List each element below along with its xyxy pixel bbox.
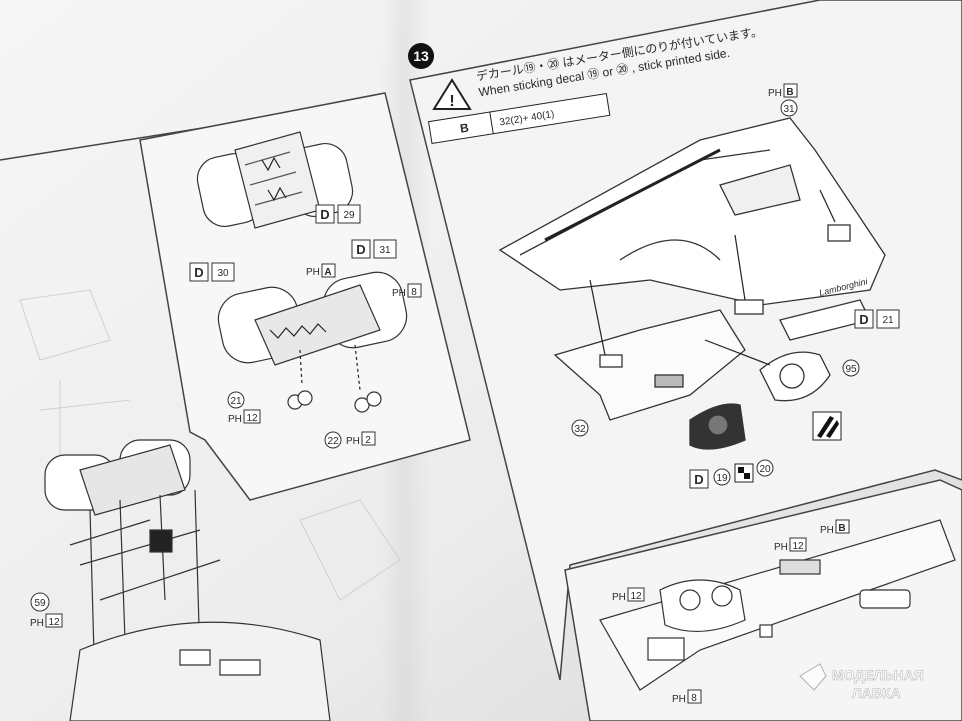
svg-text:59: 59 [34, 598, 46, 609]
watermark-line2: ЛАВКА [852, 685, 901, 701]
svg-text:95: 95 [845, 364, 857, 375]
part-95-label: 95 [842, 359, 860, 377]
paint-table-col1: B [459, 121, 470, 136]
paint-12-label-inset-b: PH 12 [774, 537, 807, 553]
paint-12-label-inset-a: PH 12 [612, 587, 645, 603]
watermark-line1: МОДЕЛЬНАЯ [832, 667, 924, 683]
part-59-label: 59 [30, 592, 50, 612]
svg-text:PH: PH [346, 436, 360, 447]
svg-text:PH: PH [228, 414, 242, 425]
svg-text:2: 2 [365, 435, 371, 446]
svg-text:12: 12 [48, 617, 60, 628]
paint-12-label-left: PH 12 [228, 409, 261, 425]
part-31-label: 31 [780, 99, 798, 117]
svg-text:D: D [320, 207, 329, 222]
svg-text:12: 12 [246, 413, 258, 424]
decal-29-label: D 29 [315, 204, 361, 224]
svg-text:D: D [356, 242, 365, 257]
svg-text:31: 31 [379, 245, 391, 256]
paint-8-label-inset: PH 8 [672, 689, 702, 705]
svg-text:8: 8 [411, 287, 417, 298]
watermark-logo-icon [799, 663, 827, 691]
svg-text:D: D [194, 265, 203, 280]
svg-text:B: B [838, 523, 845, 534]
paint-8-label: PH 8 [392, 283, 422, 299]
paint-B-label-top: PH B [768, 83, 798, 99]
engine-cover-drawing-exploded [217, 271, 408, 413]
svg-text:19: 19 [716, 473, 728, 484]
paint-12-label-lower: PH 12 [30, 613, 63, 629]
part-22-label: 22 PH 2 [324, 431, 376, 449]
assembly-arrows [589, 189, 836, 366]
paint-table: B 32(2)+ 40(1) [427, 92, 611, 144]
paint-B-label-inset: PH B [820, 519, 850, 536]
svg-text:32: 32 [574, 424, 586, 435]
engine-cover-drawing-top [196, 131, 354, 229]
svg-text:21: 21 [230, 396, 242, 407]
svg-text:20: 20 [759, 464, 771, 475]
paint-A-label: PH A [306, 263, 336, 278]
decal-30-label: D 30 [189, 262, 235, 282]
svg-text:A: A [324, 267, 331, 278]
svg-text:PH: PH [306, 267, 320, 278]
svg-text:!: ! [449, 93, 454, 110]
svg-text:PH: PH [612, 592, 626, 603]
svg-text:PH: PH [672, 694, 686, 705]
step-13-marker: 13 [408, 43, 434, 69]
svg-text:31: 31 [783, 104, 795, 115]
svg-text:29: 29 [343, 210, 355, 221]
svg-text:PH: PH [30, 618, 44, 629]
svg-text:8: 8 [691, 693, 697, 704]
dashboard-drawing [498, 117, 886, 421]
engine-assembly-drawing [44, 439, 331, 721]
svg-text:30: 30 [217, 268, 229, 279]
store-watermark: МОДЕЛЬНАЯ ЛАВКА [799, 663, 924, 701]
caution-icon: ! [432, 78, 472, 110]
svg-text:D: D [694, 472, 703, 487]
svg-text:12: 12 [630, 591, 642, 602]
svg-text:21: 21 [882, 315, 894, 326]
svg-text:PH: PH [768, 88, 782, 99]
svg-text:PH: PH [820, 525, 834, 536]
part-32-label: 32 [571, 419, 589, 437]
part-21-label: 21 [227, 391, 245, 409]
svg-text:PH: PH [774, 542, 788, 553]
decal-19-20-label: D 19 20 [689, 459, 774, 489]
dashboard-front-drawing [599, 519, 956, 691]
step-number: 13 [413, 48, 429, 64]
svg-text:22: 22 [327, 436, 339, 447]
svg-text:D: D [859, 312, 868, 327]
svg-text:PH: PH [392, 288, 406, 299]
svg-text:B: B [786, 87, 793, 98]
glue-mark-icon [812, 411, 842, 441]
meter-drawing [689, 351, 831, 450]
decal-21-label: D 21 [854, 309, 900, 329]
svg-text:12: 12 [792, 541, 804, 552]
decal-31-label: D 31 [351, 239, 397, 259]
